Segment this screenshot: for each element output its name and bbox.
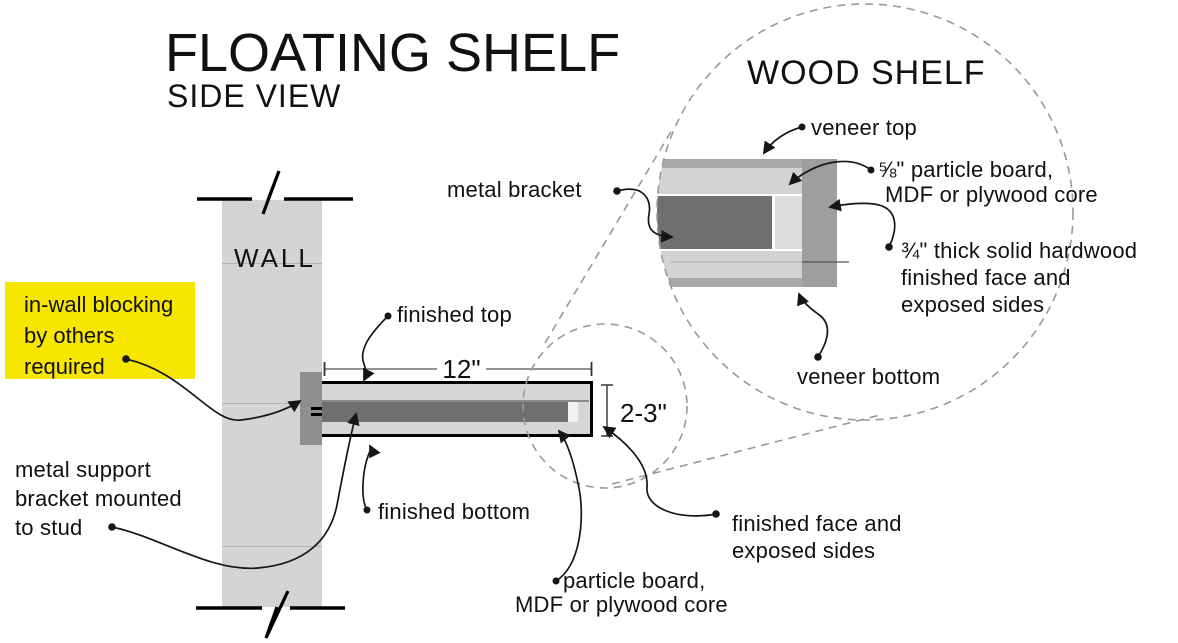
- detail-hardwood-edge-band: [802, 159, 837, 287]
- finished-face-line2: exposed sides: [732, 538, 876, 563]
- in-wall-blocking-line1: in-wall blocking: [24, 292, 174, 317]
- particle-board-top-line1: ⅝" particle board,: [878, 157, 1054, 182]
- detail-separator: [657, 249, 802, 251]
- leader-in-wall-blocking: [125, 358, 302, 421]
- metal-bracket-label: metal bracket: [447, 177, 582, 202]
- leader-veneer-top: [762, 126, 803, 155]
- finished-face-line1: finished face and: [732, 511, 902, 536]
- particle-board-top-line2: MDF or plywood core: [885, 182, 1098, 207]
- finished-top-label: finished top: [397, 302, 512, 327]
- wall-break-bottom: [196, 590, 345, 639]
- metal-support-line2: bracket mounted: [15, 486, 182, 511]
- wall-label: WALL: [234, 243, 316, 273]
- hardwood-line3: exposed sides: [901, 292, 1045, 317]
- leader-finished-bottom: [362, 444, 381, 511]
- in-wall-blocking-line3: required: [24, 354, 105, 379]
- leader-hardwood: [828, 198, 896, 248]
- wall-seam-line: [222, 403, 322, 404]
- page-subtitle: SIDE VIEW: [167, 78, 342, 114]
- metal-support-line3: to stud: [15, 515, 83, 540]
- page-title: FLOATING SHELF: [165, 23, 621, 83]
- detail-bracket-arm: [657, 196, 772, 249]
- leader-metal-support: [111, 412, 360, 570]
- hardwood-line1: ¾" thick solid hardwood: [901, 238, 1138, 263]
- leader-metal-bracket: [616, 188, 674, 243]
- leader-dots: [108, 123, 893, 585]
- veneer-bottom-label: veneer bottom: [797, 364, 941, 389]
- metal-support-line1: metal support: [15, 457, 151, 482]
- leader-lines: [111, 126, 896, 582]
- metal-support-label: metal support bracket mounted to stud: [15, 455, 182, 542]
- hardwood-line2: finished face and: [901, 265, 1071, 290]
- finished-bottom-label: finished bottom: [378, 499, 531, 524]
- in-wall-blocking-line2: by others: [24, 323, 115, 348]
- detail-core-top: [657, 168, 802, 194]
- leader-particle-board-bottom: [555, 429, 583, 582]
- leader-particle-board-top: [788, 160, 872, 186]
- wall-seam-line: [222, 263, 322, 264]
- particle-board-bottom-line2: MDF or plywood core: [515, 592, 728, 617]
- magnifier-tangent-upper: [544, 129, 673, 344]
- bracket-arm-top-line: [322, 400, 589, 402]
- in-wall-blocking-label: in-wall blocking by others required: [24, 289, 173, 382]
- cleat-mark: [311, 413, 322, 416]
- cleat-mark: [311, 407, 322, 410]
- dimension-depth-value: 2-3": [620, 398, 667, 428]
- detail-shelf-block: [657, 159, 837, 287]
- dimension-width: [323, 362, 593, 376]
- leader-veneer-bottom: [797, 292, 829, 358]
- bracket-arm-end-notch: [568, 402, 578, 422]
- detail-core-bottom: [657, 251, 802, 278]
- wall-break-top: [197, 170, 353, 215]
- detail-title: WOOD SHELF: [747, 54, 986, 92]
- veneer-top-label: veneer top: [811, 115, 917, 140]
- magnifier-large-circle: [656, 3, 1074, 421]
- leader-finished-face: [602, 425, 717, 517]
- bracket-arm: [322, 402, 568, 422]
- detail-veneer-bottom-strip: [657, 278, 802, 287]
- in-wall-blocking-highlight: in-wall blocking by others required: [5, 282, 195, 379]
- leader-finished-top: [361, 315, 389, 382]
- particle-board-bottom-line1: particle board,: [563, 568, 706, 593]
- magnifier-small-circle: [522, 323, 688, 489]
- finished-face-label: finished face and exposed sides: [732, 510, 902, 564]
- magnifier-tangent-lower: [611, 414, 881, 485]
- dimension-width-value: 12": [442, 354, 481, 384]
- detail-veneer-top-strip: [657, 159, 802, 168]
- detail-separator: [657, 194, 802, 196]
- hardwood-label: ¾" thick solid hardwood finished face an…: [901, 237, 1137, 318]
- detail-bracket-notch: [775, 196, 802, 249]
- wall-seam-line: [222, 546, 322, 547]
- magnifier-callout: [522, 3, 1074, 489]
